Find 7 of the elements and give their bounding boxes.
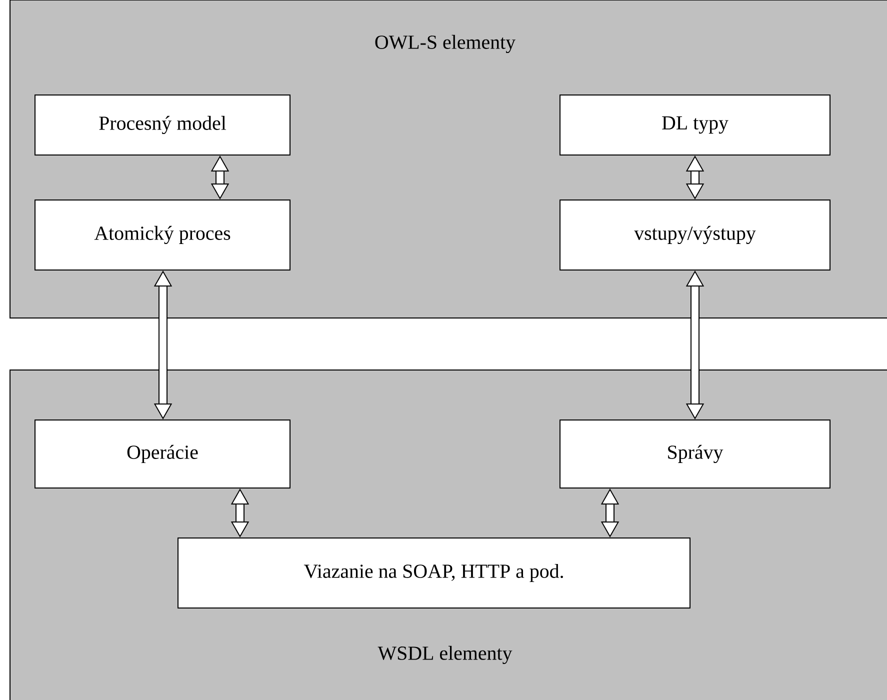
process-box: Procesný model <box>34 94 290 156</box>
process-box: Viazanie na SOAP, HTTP a pod. <box>178 537 690 608</box>
process-box: vstupy/výstupy <box>560 199 830 270</box>
process-box: DL typy <box>560 94 830 156</box>
process-box: Atomický proces <box>34 199 290 270</box>
process-box: Operácie <box>34 419 290 488</box>
process-box: Správy <box>560 419 830 488</box>
